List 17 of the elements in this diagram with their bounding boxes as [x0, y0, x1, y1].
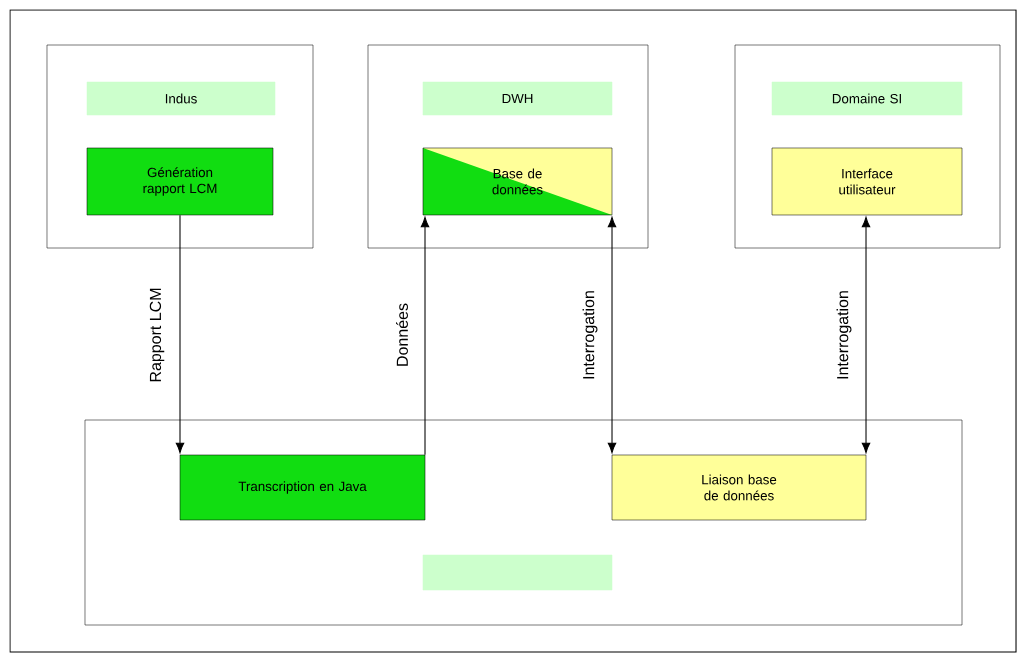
process-box: Génération rapport LCM [86, 147, 274, 216]
edge-label: Données [396, 303, 408, 366]
heading-band: DWH [422, 81, 613, 116]
edge-label: Rapport LCM [149, 288, 165, 382]
heading-band: Domaine SI [771, 81, 963, 116]
process-box: Transcription en Java [179, 454, 426, 521]
heading-band: Indus [86, 81, 276, 116]
process-box: Liaison base de données [611, 454, 867, 521]
heading-band [422, 554, 613, 591]
arrow [607, 216, 617, 454]
process-box: Interface utilisateur [771, 147, 963, 216]
database-box: Base de données [422, 147, 613, 216]
edge-label: Interrogation [582, 291, 598, 379]
arrow [861, 216, 871, 454]
arrow [420, 216, 430, 456]
arrow [175, 214, 185, 454]
edge-label: Interrogation [836, 291, 852, 379]
